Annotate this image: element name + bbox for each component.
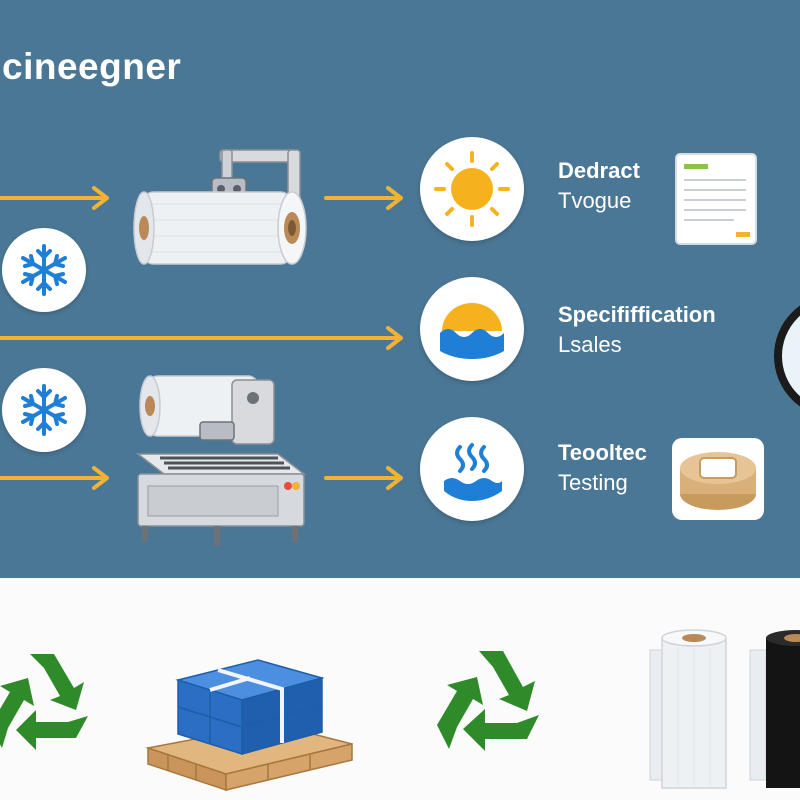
pallet-boxes-icon <box>145 659 353 792</box>
magnifier-icon <box>774 305 800 407</box>
row3-label: Teooltec Testing <box>558 438 647 498</box>
flow-arrows <box>0 186 403 490</box>
snowflake-icon <box>21 244 67 296</box>
snowflake-icon <box>21 384 67 436</box>
row2-title: Specififfication <box>558 302 716 327</box>
sun-icon <box>434 151 510 227</box>
recycle-icon <box>0 654 88 750</box>
recycle-icon <box>437 651 539 751</box>
arrow-row3-right <box>324 466 403 490</box>
row1-title: Dedract <box>558 158 640 183</box>
arrow-row1-left <box>0 186 109 210</box>
materials-strip <box>0 578 800 800</box>
snowflake-badge-bottom <box>2 368 86 452</box>
clear-film-roll-icon <box>649 629 727 789</box>
heat-steam-icon <box>444 443 502 501</box>
film-wrapping-machine-icon <box>133 149 307 265</box>
sun-water-badge <box>420 277 524 381</box>
process-panel: cineegner <box>0 0 800 578</box>
row2-label: Specififfication Lsales <box>558 300 716 360</box>
row3-subtitle: Testing <box>558 470 628 495</box>
arrow-row2 <box>0 326 403 350</box>
document-icon <box>675 153 757 245</box>
row3-title: Teooltec <box>558 440 647 465</box>
conveyor-wrapping-machine-icon <box>135 375 307 546</box>
row1-subtitle: Tvogue <box>558 188 632 213</box>
page-title: cineegner <box>2 46 182 87</box>
sun-badge <box>420 137 524 241</box>
row1-label: Dedract Tvogue <box>558 156 640 216</box>
heat-badge <box>420 417 524 521</box>
black-film-roll-icon <box>749 630 800 788</box>
row2-subtitle: Lsales <box>558 332 622 357</box>
snowflake-badge-top <box>2 228 86 312</box>
arrow-row1-right <box>324 186 403 210</box>
arrow-row3-left <box>0 466 109 490</box>
tape-roll-icon <box>672 438 764 520</box>
sun-over-water-icon <box>440 303 504 359</box>
